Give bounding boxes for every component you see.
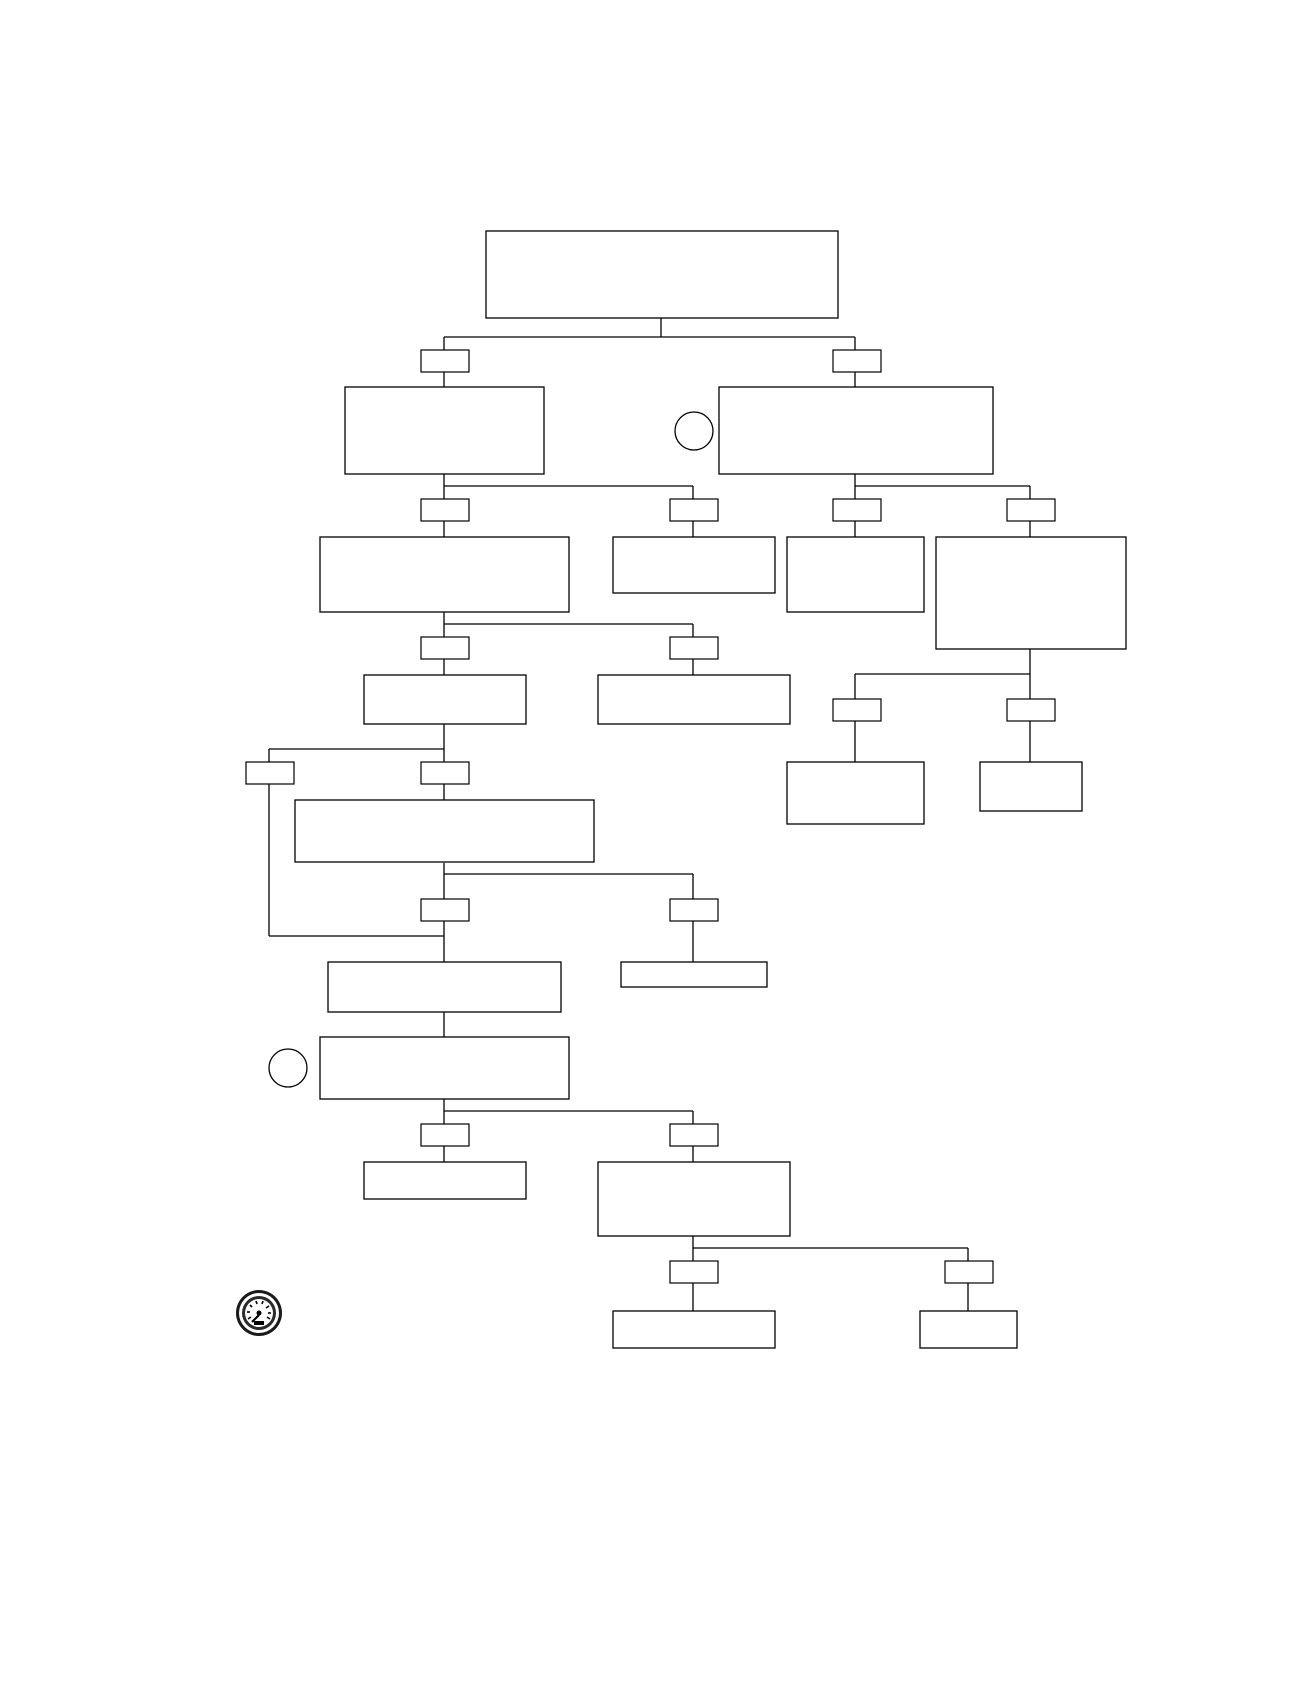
box-l7-a — [363, 1161, 527, 1200]
branch-tag — [832, 349, 882, 373]
branch-tag — [669, 1123, 719, 1147]
box-l2-d — [935, 536, 1127, 650]
branch-tags — [245, 349, 1056, 1284]
branch-tag — [420, 349, 470, 373]
box-l7-b — [597, 1161, 791, 1237]
box-l3-d — [979, 761, 1083, 812]
box-l2-c — [786, 536, 925, 613]
box-right-l1 — [718, 386, 994, 475]
box-l2-a — [319, 536, 570, 613]
box-l2-b — [612, 536, 776, 594]
box-l5-a — [327, 961, 562, 1013]
branch-tag — [420, 636, 470, 660]
branch-tag — [832, 498, 882, 522]
box-l8-a — [612, 1310, 776, 1349]
branch-tag — [420, 1123, 470, 1147]
branch-tag — [832, 698, 882, 722]
box-left-l1 — [344, 386, 545, 475]
branch-tag — [669, 898, 719, 922]
branch-tag — [669, 1260, 719, 1284]
branch-tag — [669, 636, 719, 660]
branch-tag — [245, 761, 295, 785]
box-l6 — [319, 1036, 570, 1100]
box-l3-b — [597, 674, 791, 725]
branch-tag — [1006, 698, 1056, 722]
connector-circle — [674, 411, 714, 451]
branch-tag — [669, 498, 719, 522]
branch-tag — [420, 898, 470, 922]
box-l3-a — [363, 674, 527, 725]
box-l8-b — [919, 1310, 1018, 1349]
box-l3-c — [786, 761, 925, 825]
box-l4 — [294, 799, 595, 863]
process-boxes — [294, 230, 1127, 1349]
box-l5-b — [620, 961, 768, 988]
branch-tag — [420, 498, 470, 522]
gauge-icon — [236, 1290, 282, 1336]
branch-tag — [944, 1260, 994, 1284]
branch-tag — [1006, 498, 1056, 522]
connector-circle — [268, 1048, 308, 1088]
branch-tag — [420, 761, 470, 785]
root-box — [485, 230, 839, 319]
